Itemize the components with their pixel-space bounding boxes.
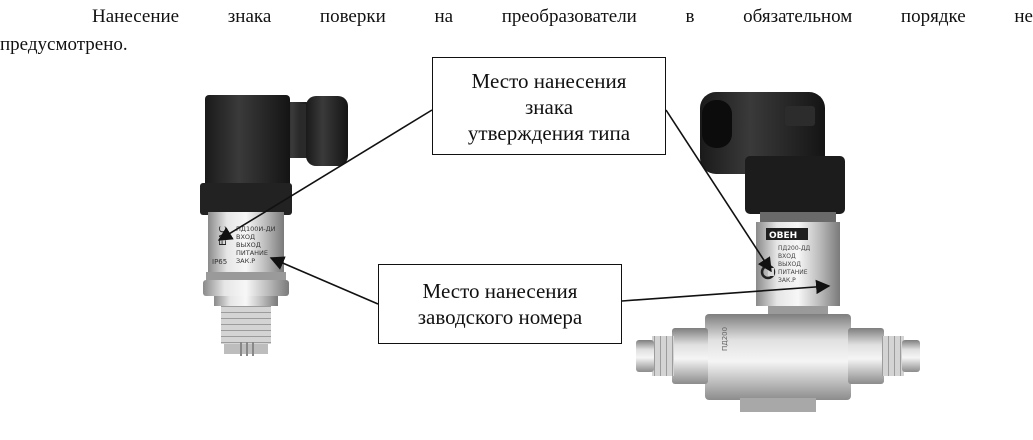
block-engraving: ПД200	[721, 327, 729, 351]
arrow-type-left	[217, 109, 433, 241]
word: на	[434, 6, 454, 27]
callout-line: Место нанесения	[422, 279, 578, 303]
left-label-line: ВЫХОД	[236, 241, 261, 249]
right-label-line: ПИТАНИЕ	[778, 269, 808, 276]
eac-mark: ЕАС	[218, 226, 229, 246]
callout-line: Место нанесения	[471, 69, 627, 93]
left-label-line: ЗАК.Р	[236, 257, 255, 265]
right-label-line: ВЫХОД	[778, 261, 801, 268]
left-label-line: ВХОД	[236, 233, 255, 241]
word: порядке	[900, 6, 966, 27]
left-pressure-sensor: ПД100И-ДИ ВХОД ВЫХОД ПИТАНИЕ ЗАК.Р ЕАС I…	[200, 95, 348, 356]
right-differential-sensor: ОВЕН ПД200-ДД ВХОД ВЫХОД ПИТАНИЕ ЗАК.Р П…	[636, 92, 920, 412]
right-label-line: ЗАК.Р	[778, 277, 796, 284]
word: в	[685, 6, 695, 27]
arrow-serial-right	[621, 279, 831, 302]
callout-line: утверждения типа	[467, 121, 631, 145]
word: не	[1014, 6, 1033, 27]
leader-lines	[217, 109, 831, 305]
callout-line: знака	[524, 95, 574, 119]
arrow-type-right	[665, 109, 772, 273]
left-label-line: ПИТАНИЕ	[236, 249, 268, 257]
word: обязательном	[743, 6, 853, 27]
word: знака	[227, 6, 272, 27]
word: Нанесение	[92, 6, 180, 27]
callout-line: заводского номера	[417, 305, 583, 329]
word: поверки	[319, 6, 386, 27]
paragraph-line-1: Нанесение знака поверки на преобразовате…	[92, 0, 1033, 34]
right-label-line: ПД200-ДД	[778, 245, 811, 252]
word: преобразователи	[501, 6, 637, 27]
brand-logo: ОВЕН	[769, 231, 797, 241]
arrow-serial-left	[269, 256, 379, 305]
ip-rating: IP65	[212, 258, 227, 266]
right-label-line: ВХОД	[778, 253, 796, 260]
callout-serial-number: Место нанесения заводского номера	[378, 264, 622, 344]
callout-type-approval: Место нанесения знака утверждения типа	[432, 57, 666, 155]
left-label-line: ПД100И-ДИ	[236, 225, 276, 233]
paragraph-line-2: предусмотрено.	[0, 34, 128, 55]
